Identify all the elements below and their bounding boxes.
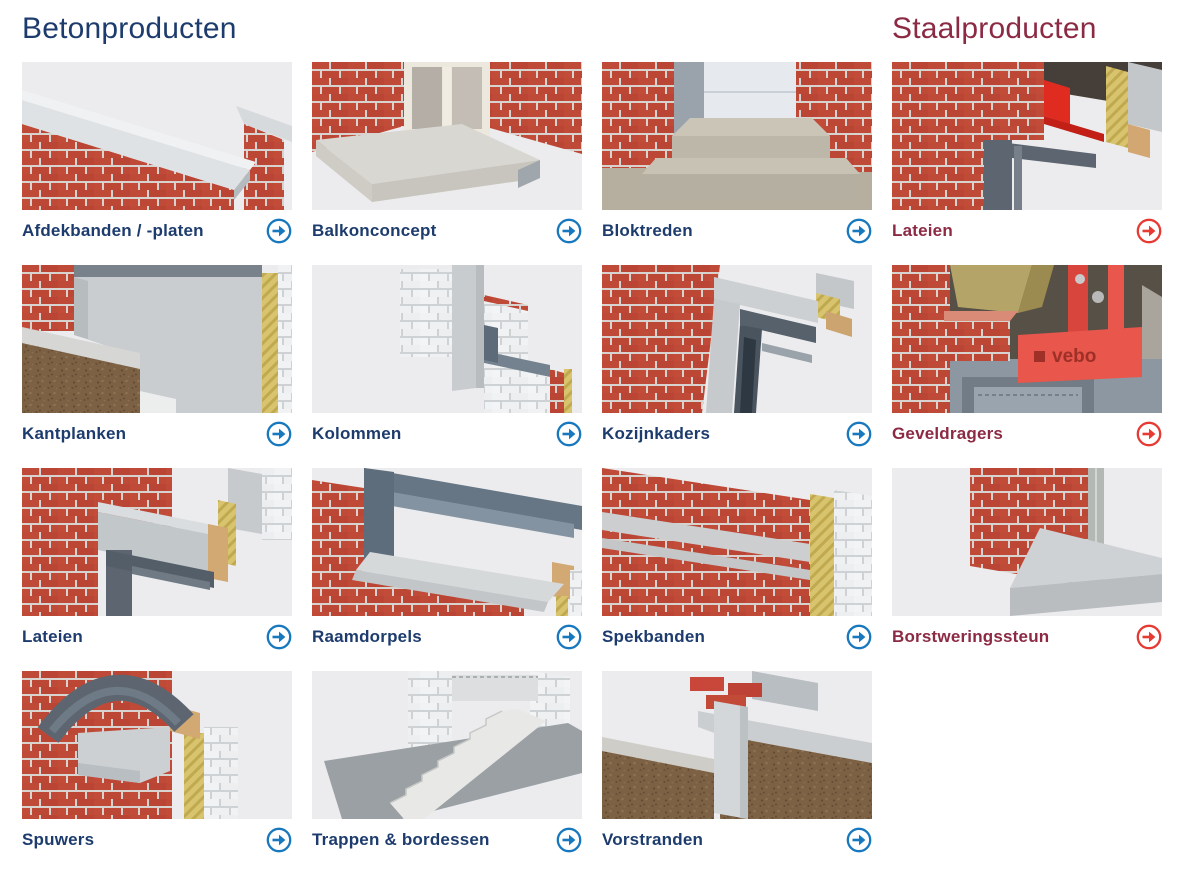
product-card-geveldragers[interactable]: vebo Geveldragers (892, 265, 1162, 447)
arrow-circle-right-icon[interactable] (1136, 421, 1162, 447)
arrow-circle-right-icon[interactable] (266, 421, 292, 447)
product-card-raamdorpels[interactable]: Raamdorpels (312, 468, 582, 650)
empty-grid-cell (892, 671, 1162, 853)
product-link-kozijnkaders[interactable]: Kozijnkaders (602, 424, 711, 443)
raamdorpels-illustration[interactable] (312, 468, 582, 616)
arrow-circle-right-icon[interactable] (556, 218, 582, 244)
section-title-betonproducten: Betonproducten (22, 12, 237, 45)
product-card-spekbanden[interactable]: Spekbanden (602, 468, 872, 650)
card-footer: Vorstranden (602, 827, 872, 853)
trappen-bordessen-illustration[interactable] (312, 671, 582, 819)
product-card-vorstranden[interactable]: Vorstranden (602, 671, 872, 853)
section-title-staalproducten: Staalproducten (892, 12, 1097, 45)
arrow-circle-right-icon[interactable] (266, 218, 292, 244)
arrow-circle-right-icon[interactable] (846, 218, 872, 244)
arrow-circle-right-icon[interactable] (266, 624, 292, 650)
arrow-circle-right-icon[interactable] (1136, 218, 1162, 244)
card-footer: Geveldragers (892, 421, 1162, 447)
card-footer: Kolommen (312, 421, 582, 447)
product-card-spuwers[interactable]: Spuwers (22, 671, 292, 853)
products-grid: Betonproducten Staalproducten Afdekbande… (22, 10, 1162, 874)
product-link-kolommen[interactable]: Kolommen (312, 424, 402, 443)
spekbanden-illustration[interactable] (602, 468, 872, 616)
card-footer: Lateien (892, 218, 1162, 244)
arrow-circle-right-icon[interactable] (846, 624, 872, 650)
vorstranden-illustration[interactable] (602, 671, 872, 819)
product-link-vorstranden[interactable]: Vorstranden (602, 830, 704, 849)
geveldragers-illustration[interactable]: vebo (892, 265, 1162, 413)
svg-text:vebo: vebo (1052, 346, 1096, 367)
product-card-trappen-bordessen[interactable]: Trappen & bordessen (312, 671, 582, 853)
card-footer: Raamdorpels (312, 624, 582, 650)
afdekbanden-illustration[interactable] (22, 62, 292, 210)
product-link-afdekbanden[interactable]: Afdekbanden / -platen (22, 221, 204, 240)
balkonconcept-illustration[interactable] (312, 62, 582, 210)
card-footer: Balkonconcept (312, 218, 582, 244)
arrow-circle-right-icon[interactable] (846, 827, 872, 853)
product-link-borstweringssteun[interactable]: Borstweringssteun (892, 627, 1050, 646)
lateien-beton-illustration[interactable] (22, 468, 292, 616)
product-link-trappen-bordessen[interactable]: Trappen & bordessen (312, 830, 490, 849)
arrow-circle-right-icon[interactable] (266, 827, 292, 853)
product-card-kozijnkaders[interactable]: Kozijnkaders (602, 265, 872, 447)
card-footer: Kozijnkaders (602, 421, 872, 447)
product-link-spekbanden[interactable]: Spekbanden (602, 627, 706, 646)
card-footer: Afdekbanden / -platen (22, 218, 292, 244)
card-footer: Spuwers (22, 827, 292, 853)
card-footer: Spekbanden (602, 624, 872, 650)
product-link-lateien-beton[interactable]: Lateien (22, 627, 83, 646)
borstweringssteun-illustration[interactable] (892, 468, 1162, 616)
kozijnkaders-illustration[interactable] (602, 265, 872, 413)
product-link-geveldragers[interactable]: Geveldragers (892, 424, 1004, 443)
arrow-circle-right-icon[interactable] (556, 421, 582, 447)
card-footer: Borstweringssteun (892, 624, 1162, 650)
product-link-bloktreden[interactable]: Bloktreden (602, 221, 693, 240)
product-link-kantplanken[interactable]: Kantplanken (22, 424, 127, 443)
arrow-circle-right-icon[interactable] (556, 624, 582, 650)
card-footer: Kantplanken (22, 421, 292, 447)
product-card-kantplanken[interactable]: Kantplanken (22, 265, 292, 447)
arrow-circle-right-icon[interactable] (556, 827, 582, 853)
kolommen-illustration[interactable] (312, 265, 582, 413)
product-card-lateien-staal[interactable]: Lateien (892, 62, 1162, 244)
product-card-kolommen[interactable]: Kolommen (312, 265, 582, 447)
arrow-circle-right-icon[interactable] (1136, 624, 1162, 650)
product-link-raamdorpels[interactable]: Raamdorpels (312, 627, 422, 646)
card-footer: Bloktreden (602, 218, 872, 244)
lateien-staal-illustration[interactable] (892, 62, 1162, 210)
product-card-bloktreden[interactable]: Bloktreden (602, 62, 872, 244)
spuwers-illustration[interactable] (22, 671, 292, 819)
product-link-balkonconcept[interactable]: Balkonconcept (312, 221, 437, 240)
product-card-borstweringssteun[interactable]: Borstweringssteun (892, 468, 1162, 650)
product-link-spuwers[interactable]: Spuwers (22, 830, 95, 849)
card-footer: Lateien (22, 624, 292, 650)
product-card-balkonconcept[interactable]: Balkonconcept (312, 62, 582, 244)
arrow-circle-right-icon[interactable] (846, 421, 872, 447)
card-footer: Trappen & bordessen (312, 827, 582, 853)
product-card-lateien-beton[interactable]: Lateien (22, 468, 292, 650)
product-link-lateien-staal[interactable]: Lateien (892, 221, 953, 240)
product-card-afdekbanden[interactable]: Afdekbanden / -platen (22, 62, 292, 244)
kantplanken-illustration[interactable] (22, 265, 292, 413)
bloktreden-illustration[interactable] (602, 62, 872, 210)
